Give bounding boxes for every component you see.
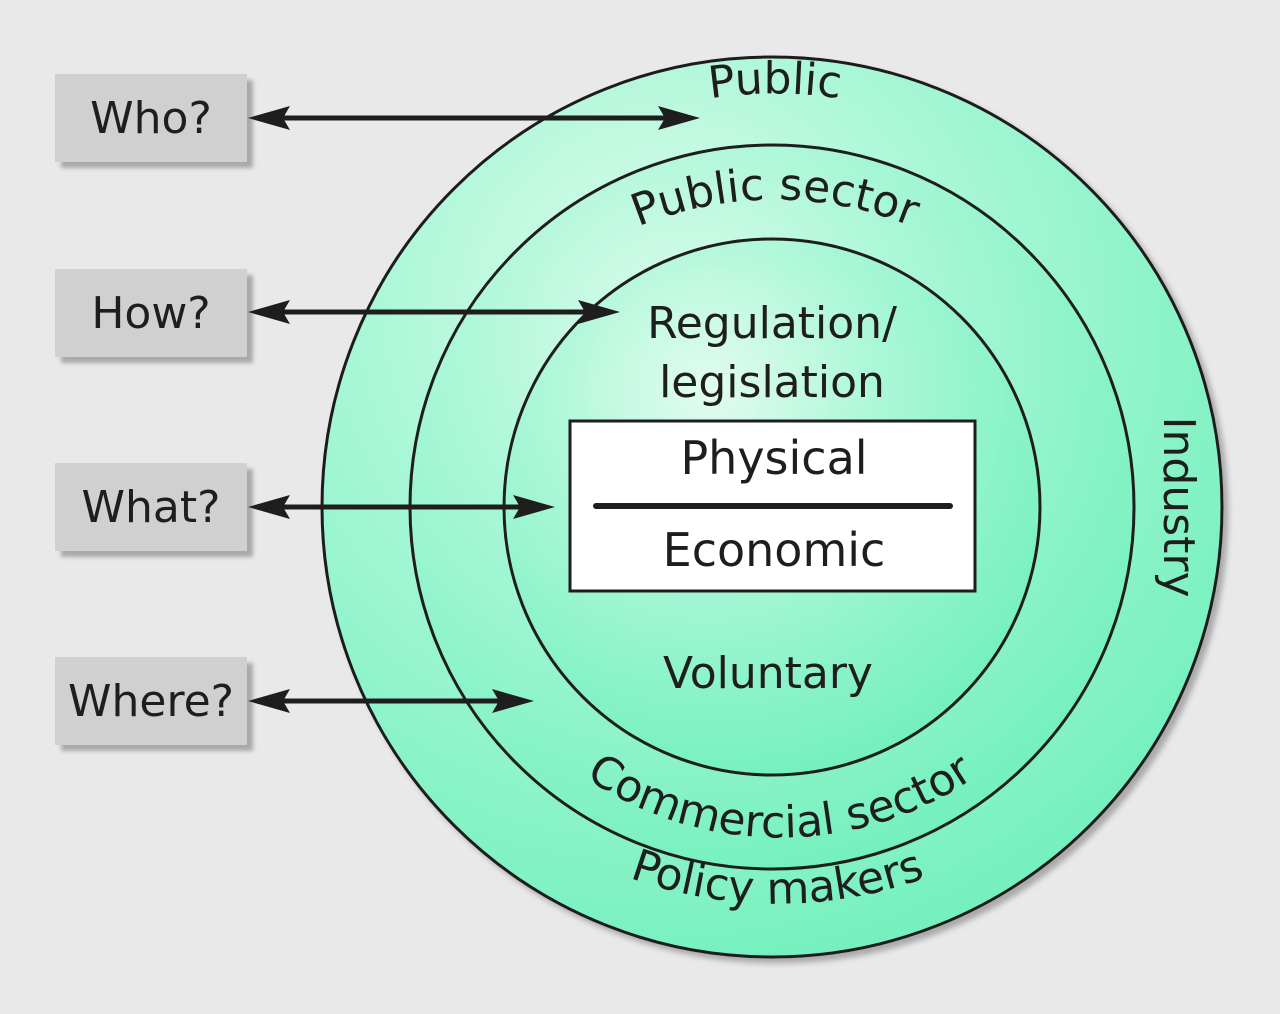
arrow-how-regulation (248, 300, 620, 324)
arrow-what-core (248, 495, 555, 519)
core-box-top-label: Physical (680, 431, 867, 485)
question-label-where: Where? (68, 676, 234, 727)
core-box: Physical Economic (568, 419, 977, 593)
question-label-what: What? (82, 482, 221, 533)
question-label-how: How? (91, 288, 210, 339)
inner-ring-bottom-label: Voluntary (663, 648, 873, 699)
question-box-who: Who? (55, 74, 247, 162)
inner-ring-top-label-line2: legislation (659, 357, 885, 408)
arrow-where-commercial (248, 689, 534, 713)
outer-ring-top-label: Public (705, 53, 844, 109)
inner-ring-top-label-line1: Regulation/ (647, 298, 897, 349)
question-box-what: What? (55, 463, 247, 551)
question-box-how: How? (55, 269, 247, 357)
arrow-who-public (248, 106, 700, 130)
core-box-bottom-label: Economic (663, 523, 886, 577)
question-label-who: Who? (90, 93, 212, 144)
question-box-where: Where? (55, 657, 247, 745)
outer-ring-right-label: Industry (1153, 417, 1204, 598)
